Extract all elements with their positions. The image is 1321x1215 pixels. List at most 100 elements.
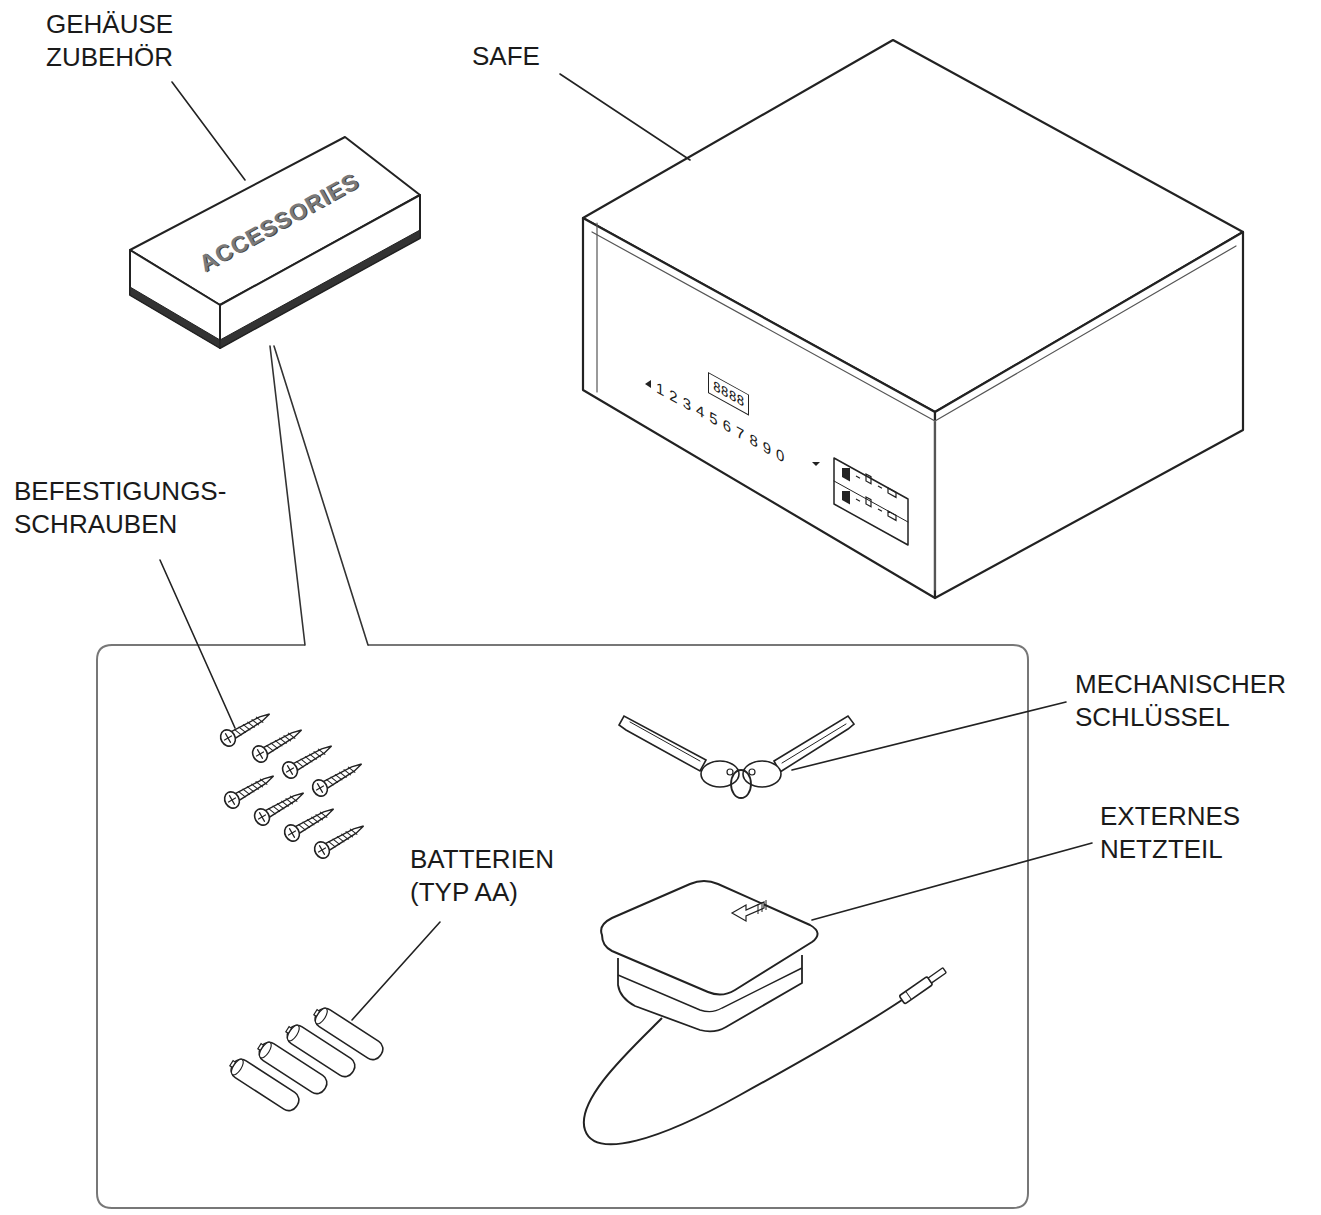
battery-nub bbox=[258, 1044, 264, 1051]
key-groove bbox=[782, 724, 846, 763]
screw bbox=[250, 723, 306, 765]
safe-side bbox=[935, 232, 1243, 598]
leader-line bbox=[812, 843, 1092, 920]
screw-shaft bbox=[262, 727, 303, 755]
screw-head bbox=[282, 822, 303, 844]
part-label: GEHÄUSE ZUBEHÖR bbox=[46, 8, 216, 74]
screw-thread bbox=[282, 800, 289, 808]
icon-panel bbox=[834, 458, 908, 545]
icon-glyph bbox=[856, 474, 896, 497]
screw-thread bbox=[305, 755, 312, 763]
screw-shaft bbox=[322, 761, 363, 789]
screw-thread bbox=[335, 773, 342, 781]
screw-thread bbox=[280, 737, 287, 745]
key-blade bbox=[619, 716, 706, 771]
screw-thread bbox=[327, 778, 334, 786]
contents-panel bbox=[97, 645, 1028, 1208]
screw-head bbox=[218, 727, 239, 749]
supply-arrow-bars bbox=[758, 900, 766, 914]
supply-top bbox=[601, 881, 817, 995]
screw bbox=[310, 757, 366, 799]
screw-thread bbox=[312, 816, 319, 824]
screw-head bbox=[312, 839, 333, 861]
leader-line bbox=[160, 560, 235, 728]
leader-line bbox=[792, 702, 1066, 770]
supply-plug bbox=[899, 966, 947, 1004]
battery-nub bbox=[314, 1010, 320, 1017]
screw-slot bbox=[320, 846, 325, 855]
battery-nub bbox=[286, 1027, 292, 1034]
screw-thread bbox=[331, 776, 338, 784]
callout-line bbox=[274, 346, 368, 645]
screw-thread bbox=[235, 728, 242, 736]
supply-arrow bbox=[732, 902, 764, 921]
screw-shaft bbox=[292, 743, 333, 771]
screw-head bbox=[222, 789, 243, 811]
safe-bevel bbox=[592, 232, 935, 421]
screw-group bbox=[218, 707, 368, 861]
safe-body bbox=[583, 40, 1243, 598]
part-label: BEFESTIGUNGS- SCHRAUBEN bbox=[14, 475, 304, 541]
safe-bevel bbox=[935, 421, 936, 590]
battery-end bbox=[313, 1006, 330, 1025]
screw-thread bbox=[350, 828, 357, 836]
part-label: BATTERIEN (TYP AA) bbox=[410, 843, 585, 909]
key-blade bbox=[774, 716, 854, 772]
box-base-stripe bbox=[130, 287, 220, 348]
screw-thread bbox=[348, 766, 355, 774]
screw-thread bbox=[247, 785, 254, 793]
screw-thread bbox=[310, 753, 317, 761]
screw-thread bbox=[303, 821, 310, 829]
screw-thread bbox=[269, 807, 276, 815]
leader-line bbox=[560, 74, 690, 160]
screw-thread bbox=[275, 739, 282, 747]
plug-ring bbox=[906, 991, 912, 999]
battery-end bbox=[285, 1023, 302, 1042]
screw-thread bbox=[267, 744, 274, 752]
screw-thread bbox=[243, 788, 250, 796]
lock-icon bbox=[842, 493, 850, 504]
key-hole bbox=[749, 769, 755, 775]
screw-thread bbox=[273, 805, 280, 813]
battery-nub bbox=[230, 1061, 236, 1068]
keypad-mark bbox=[812, 462, 820, 466]
part-label: MECHANISCHER SCHLÜSSEL bbox=[1075, 668, 1315, 734]
screw-head bbox=[310, 777, 331, 799]
screw-thread bbox=[307, 818, 314, 826]
screw-thread bbox=[301, 758, 308, 766]
screw-thread bbox=[297, 760, 304, 768]
screw bbox=[252, 786, 308, 828]
screw-thread bbox=[260, 778, 267, 786]
box-side bbox=[220, 195, 420, 348]
screw-thread bbox=[256, 716, 263, 724]
supply-cable bbox=[584, 1000, 902, 1144]
screw-head bbox=[250, 743, 271, 765]
screw bbox=[312, 819, 368, 861]
screw-thread bbox=[342, 833, 349, 841]
screw-slot bbox=[230, 796, 235, 805]
safe-bevel bbox=[935, 246, 1236, 421]
screw-shaft bbox=[230, 711, 271, 739]
screw-thread bbox=[346, 830, 353, 838]
icon-divider bbox=[834, 481, 908, 522]
screw-thread bbox=[252, 783, 259, 791]
leader-line bbox=[172, 82, 245, 180]
screw-shaft bbox=[294, 806, 335, 834]
screw-slot bbox=[258, 750, 263, 759]
screw-thread bbox=[320, 811, 327, 819]
screw bbox=[218, 707, 274, 749]
key-groove bbox=[630, 722, 700, 761]
screw-shaft bbox=[264, 790, 305, 818]
screw-thread bbox=[288, 732, 295, 740]
screw-thread bbox=[239, 726, 246, 734]
screw-thread bbox=[256, 780, 263, 788]
screw-thread bbox=[248, 721, 255, 729]
safe-bevel bbox=[596, 223, 597, 392]
screw-thread bbox=[316, 813, 323, 821]
key-hole bbox=[727, 769, 733, 775]
screw-thread bbox=[299, 823, 306, 831]
plug-tip bbox=[928, 968, 946, 983]
